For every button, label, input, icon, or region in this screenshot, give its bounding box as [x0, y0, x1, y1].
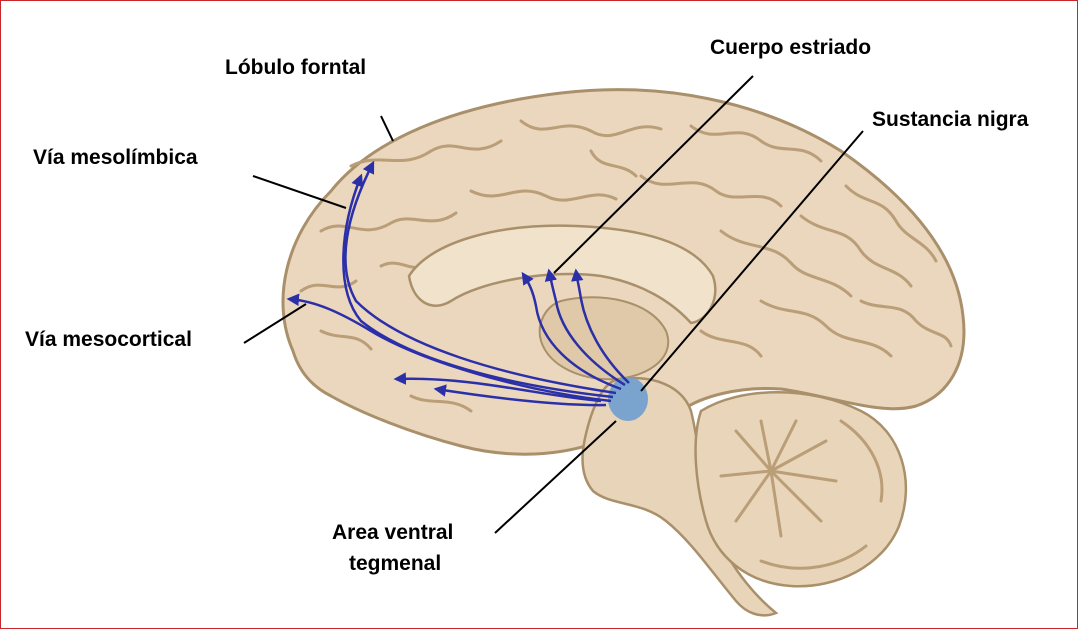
label-via-mesocortical: Vía mesocortical — [25, 328, 192, 352]
label-sustancia-nigra: Sustancia nigra — [872, 108, 1028, 132]
label-via-mesolimbica: Vía mesolímbica — [33, 146, 198, 170]
cerebellum — [696, 392, 906, 586]
label-area-ventral-line2: tegmenal — [349, 552, 441, 576]
leader-lobulo-frontal — [381, 116, 393, 141]
label-area-ventral-line1: Area ventral — [332, 521, 453, 545]
label-cuerpo-estriado: Cuerpo estriado — [710, 36, 871, 60]
label-lobulo-frontal: Lóbulo forntal — [225, 56, 366, 80]
